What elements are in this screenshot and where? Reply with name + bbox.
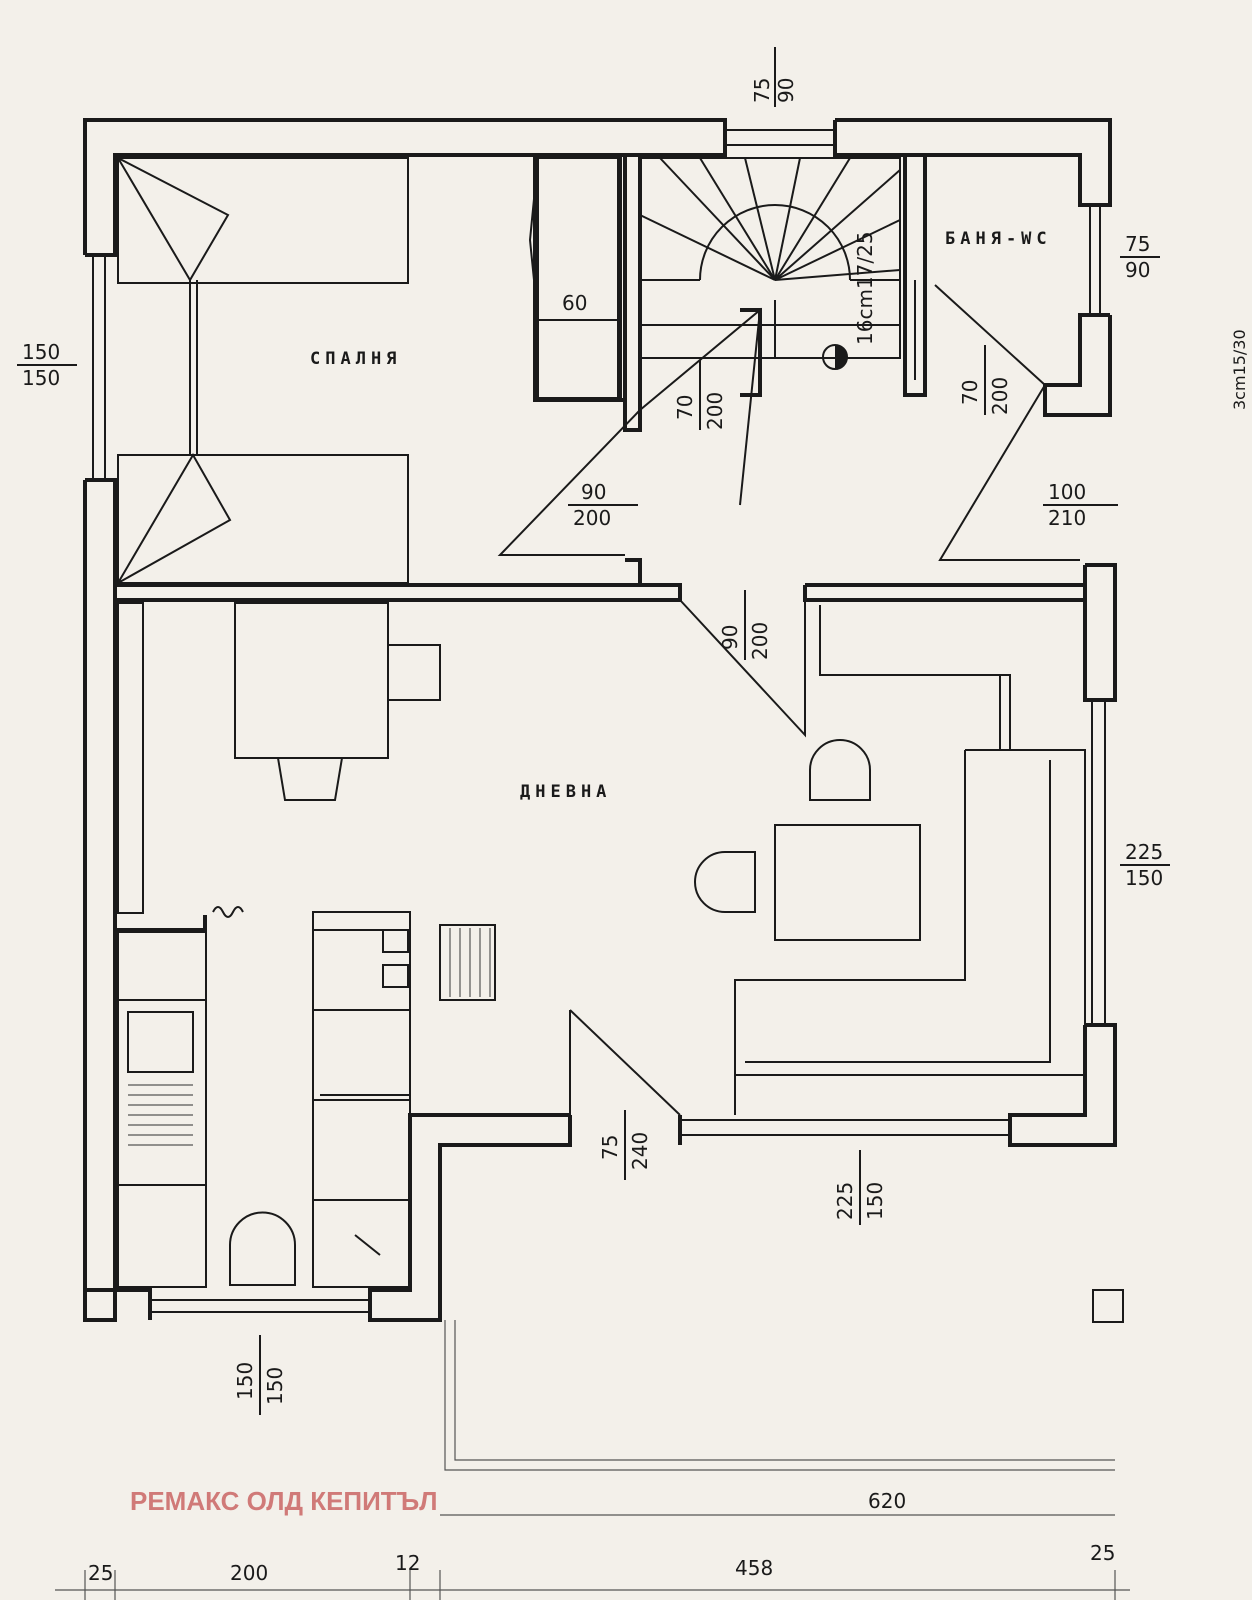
living-furniture [117,602,1086,1115]
staircase [639,157,901,370]
dimension-chain-bottom: 25 200 12 458 25 [55,1541,1130,1600]
dim-closet: 60 [562,291,587,315]
svg-text:75: 75 [750,78,774,103]
living-label: ДНЕВНА [520,782,611,802]
svg-text:240: 240 [628,1132,652,1170]
exterior-walls [83,118,1117,1322]
svg-text:225: 225 [833,1182,857,1220]
door-swings [497,284,1080,1116]
svg-text:200: 200 [748,622,772,660]
svg-text:100: 100 [1048,480,1086,504]
svg-text:75: 75 [1125,232,1150,256]
svg-text:150: 150 [263,1367,287,1405]
svg-text:200: 200 [988,377,1012,415]
svg-text:200: 200 [230,1561,268,1585]
side-note: 3cm15/30 [1230,329,1249,410]
dimension-chain-overall: 620 [440,1489,1115,1516]
svg-text:70: 70 [958,380,982,405]
svg-text:75: 75 [598,1135,622,1160]
bedroom-furniture [117,157,619,584]
svg-text:200: 200 [573,506,611,530]
dim-entry-door: 75 240 [598,1110,652,1180]
stair-note: 16cm17/25 [853,231,877,345]
dim-top-window: 75 90 [750,47,798,107]
dim-bath-door: 70 200 [958,345,1012,415]
dim-living-door: 90 200 [718,590,772,660]
interior-walls [115,153,1087,602]
svg-text:458: 458 [735,1556,773,1580]
svg-text:150: 150 [863,1182,887,1220]
svg-text:90: 90 [1125,258,1150,282]
svg-text:620: 620 [868,1489,906,1513]
bath-label: БАНЯ-WC [945,229,1052,249]
svg-text:12: 12 [395,1551,420,1575]
svg-text:25: 25 [88,1561,113,1585]
svg-text:90: 90 [581,480,606,504]
svg-text:150: 150 [22,340,60,364]
svg-text:90: 90 [774,78,798,103]
terrace [444,1289,1124,1471]
kitchen [115,911,411,1288]
svg-text:225: 225 [1125,840,1163,864]
svg-text:210: 210 [1048,506,1086,530]
svg-text:90: 90 [718,625,742,650]
svg-text:25: 25 [1090,1541,1115,1565]
dim-bath-entry-door: 100 210 [1043,480,1118,530]
dim-right-window: 225 150 [1120,840,1170,890]
dim-bedroom-door: 90 200 [568,480,638,530]
dim-kitchen-window: 150 150 [233,1335,287,1415]
dim-stair-door: 70 200 [673,360,727,430]
svg-text:70: 70 [673,395,697,420]
dim-left-window: 150 150 [17,340,77,390]
svg-text:150: 150 [233,1362,257,1400]
dim-bottom-window: 225 150 [833,1150,887,1225]
svg-text:200: 200 [703,392,727,430]
agency-watermark: РЕМАКС ОЛД КЕПИТЪЛ [130,1486,438,1516]
svg-text:150: 150 [1125,866,1163,890]
svg-text:150: 150 [22,366,60,390]
dim-bath-window: 75 90 [1120,232,1160,282]
bedroom-label: СПАЛНЯ [310,349,401,369]
